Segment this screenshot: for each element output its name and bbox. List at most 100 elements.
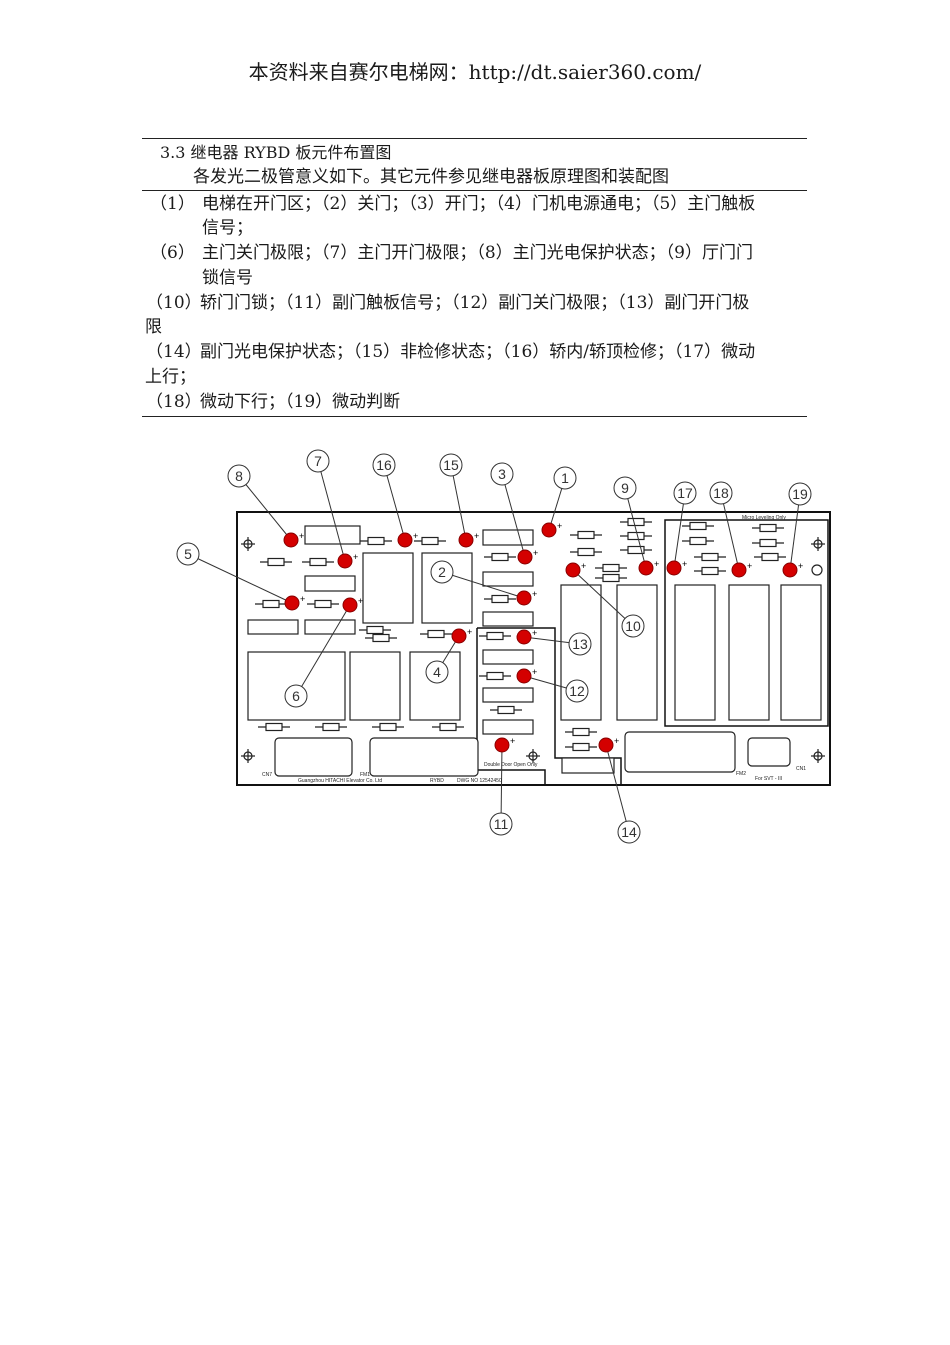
resistor-diode xyxy=(379,722,397,732)
board-outline xyxy=(236,511,831,786)
relay xyxy=(362,552,414,624)
led-plus: + xyxy=(353,552,358,562)
relay xyxy=(616,584,658,721)
double-door-region xyxy=(476,627,622,785)
legend-cont: 锁信号 xyxy=(202,268,253,288)
resistor-diode xyxy=(372,633,390,643)
callout-circle xyxy=(439,453,463,477)
led-plus: + xyxy=(532,667,537,677)
callout-circle xyxy=(617,820,641,844)
fm2-label: FM2 xyxy=(736,771,746,777)
ic-socket xyxy=(482,649,534,665)
ic-socket xyxy=(482,687,534,703)
intro-text: 各发光二极管意义如下。其它元件参见继电器板原理图和装配图 xyxy=(193,167,669,187)
legend-cont: 信号； xyxy=(202,218,253,238)
section-title: 3.3 继电器 RYBD 板元件布置图 xyxy=(160,143,392,162)
legend-text: 电梯在开门区；（2）关门；（3）开门；（4）门机电源通电；（5）主门触板 xyxy=(202,194,756,214)
maker-label: Guangzhou HITACHI Elevator Co. Ltd xyxy=(298,778,382,784)
leader-line xyxy=(187,553,293,604)
callout-number: 16 xyxy=(376,457,392,473)
resistor-diode xyxy=(701,552,719,562)
test-led-icon xyxy=(811,564,823,576)
top-rule xyxy=(142,138,807,139)
resistor-diode xyxy=(689,521,707,531)
led-indicator xyxy=(516,668,532,684)
resistor-diode xyxy=(486,631,504,641)
ic-socket xyxy=(304,619,356,635)
led-indicator xyxy=(494,737,510,753)
legend-num: （18） xyxy=(146,392,202,412)
callout-number: 13 xyxy=(572,636,588,652)
callout-circle xyxy=(621,614,645,638)
callout-circle xyxy=(227,464,251,488)
ic-socket xyxy=(482,719,534,735)
ic-socket xyxy=(482,611,534,627)
led-plus: + xyxy=(510,736,515,746)
led-plus: + xyxy=(532,628,537,638)
resistor-diode xyxy=(689,536,707,546)
callout-number: 2 xyxy=(438,564,446,580)
resistor-diode xyxy=(627,531,645,541)
legend-text: 副门光电保护状态；（15）非检修状态；（16）轿内/轿顶检修；（17）微动 xyxy=(200,342,756,362)
relay xyxy=(674,584,716,721)
resistor-diode xyxy=(267,557,285,567)
callout-circle xyxy=(489,812,513,836)
dwg-label: DWG NO 12542450 xyxy=(457,778,502,784)
led-plus: + xyxy=(474,531,479,541)
led-plus: + xyxy=(413,531,418,541)
resistor-diode xyxy=(577,547,595,557)
callout-number: 6 xyxy=(292,688,300,704)
callout-number: 14 xyxy=(621,824,637,840)
ic-socket xyxy=(482,571,534,587)
callout-number: 8 xyxy=(235,468,243,484)
callout-circle xyxy=(372,453,396,477)
legend-num: （14） xyxy=(146,342,202,362)
relay xyxy=(728,584,770,721)
legend-text: 轿门门锁；（11）副门触板信号；（12）副门关门极限；（13）副门开门极 xyxy=(200,293,750,313)
led-plus: + xyxy=(467,627,472,637)
resistor-diode xyxy=(491,594,509,604)
connector xyxy=(624,731,736,773)
resistor-diode xyxy=(421,536,439,546)
callout-number: 11 xyxy=(494,816,509,832)
led-plus: + xyxy=(581,561,586,571)
resistor-diode xyxy=(314,599,332,609)
resistor-diode xyxy=(627,545,645,555)
source-header: 本资料来自赛尔电梯网：http://dt.saier360.com/ xyxy=(248,60,702,84)
leader-line xyxy=(500,744,503,825)
resistor-diode xyxy=(759,538,777,548)
led-indicator xyxy=(284,595,300,611)
callout-circle xyxy=(788,482,812,506)
led-indicator xyxy=(541,522,557,538)
callout-circle xyxy=(430,560,454,584)
led-indicator xyxy=(598,737,614,753)
callout-number: 15 xyxy=(443,457,459,473)
led-plus: + xyxy=(654,559,659,569)
resistor-diode xyxy=(602,573,620,583)
resistor-diode xyxy=(486,671,504,681)
leader-line xyxy=(441,571,525,599)
resistor-diode xyxy=(627,517,645,527)
callout-circle xyxy=(284,684,308,708)
connector xyxy=(747,737,791,767)
callout-number: 7 xyxy=(314,453,322,469)
callout-number: 19 xyxy=(792,486,808,502)
leader-line xyxy=(295,604,351,697)
resistor-diode xyxy=(759,523,777,533)
resistor-diode xyxy=(701,566,719,576)
callout-circle xyxy=(613,476,637,500)
resistor-diode xyxy=(602,563,620,573)
ic-socket xyxy=(304,525,361,545)
led-indicator xyxy=(782,562,798,578)
callout-circle xyxy=(673,481,697,505)
resistor-diode xyxy=(309,557,327,567)
relay xyxy=(349,651,401,721)
connector xyxy=(369,737,479,777)
led-indicator xyxy=(283,532,299,548)
resistor-diode xyxy=(366,625,384,635)
leader-line xyxy=(605,744,630,833)
resistor-diode xyxy=(322,722,340,732)
resistor-diode xyxy=(761,552,779,562)
led-plus: + xyxy=(614,736,619,746)
